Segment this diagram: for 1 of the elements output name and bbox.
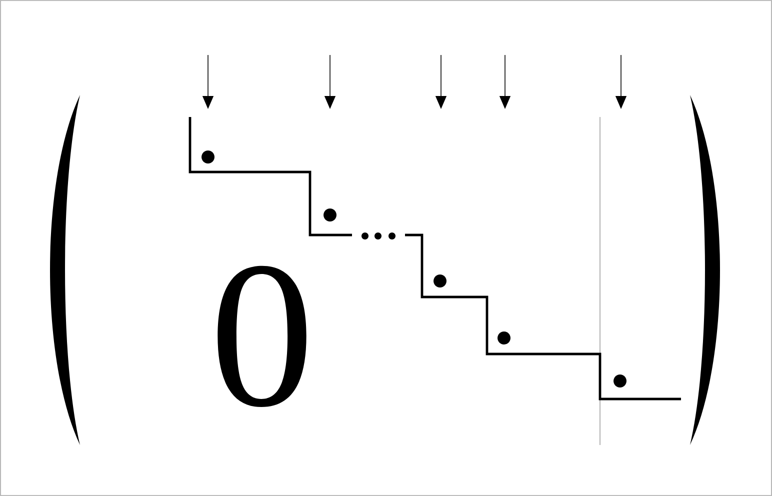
zero-symbol: 0 (218, 266, 306, 408)
